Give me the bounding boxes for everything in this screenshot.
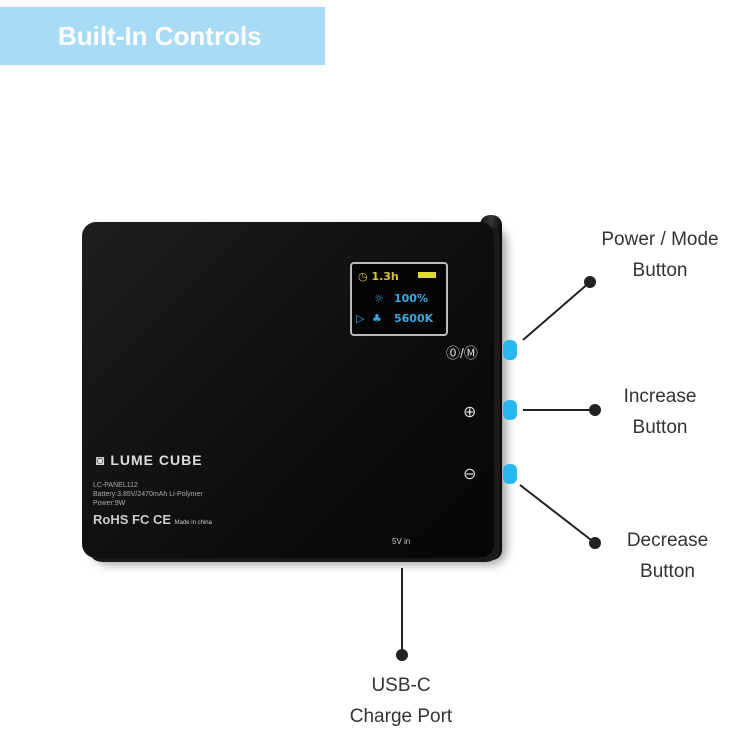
title-banner: Built-In Controls bbox=[0, 7, 325, 65]
oled-display: ◷ 1.3h ☼ 100% ▷ ♣ 5600K bbox=[350, 262, 448, 336]
brightness-icon: ☼ bbox=[374, 292, 384, 305]
runtime-readout: ◷ 1.3h bbox=[358, 270, 399, 283]
minus-symbol: ⊖ bbox=[463, 466, 477, 483]
power-label: Power:9W bbox=[93, 500, 126, 507]
increase-button[interactable] bbox=[503, 400, 517, 420]
model-label: LC-PANEL112 bbox=[93, 482, 138, 489]
brand-logo: ◙ LUME CUBE bbox=[96, 452, 203, 468]
brightness-readout: 100% bbox=[394, 292, 428, 305]
color-temp-readout: 5600K bbox=[394, 312, 434, 325]
battery-label: Battery:3.85V/2470mAh Li-Polymer bbox=[93, 491, 203, 498]
callout-dot bbox=[396, 649, 408, 661]
power-mode-button[interactable] bbox=[503, 340, 517, 360]
made-in-label: Made in china bbox=[174, 520, 212, 526]
cert-marks: RoHS FC CE Made in china bbox=[93, 512, 212, 527]
banner-title: Built-In Controls bbox=[58, 21, 262, 51]
plus-symbol: ⊕ bbox=[463, 404, 477, 421]
battery-icon bbox=[418, 272, 436, 278]
power-mode-symbol: ⓪/Ⓜ bbox=[446, 345, 478, 361]
callout-dot bbox=[589, 404, 601, 416]
port-label: 5V in bbox=[392, 537, 411, 546]
decrease-button[interactable] bbox=[503, 464, 517, 484]
callout-dot bbox=[589, 537, 601, 549]
callout-dot bbox=[584, 276, 596, 288]
color-icon: ♣ bbox=[372, 312, 382, 325]
play-icon: ▷ bbox=[356, 312, 365, 325]
